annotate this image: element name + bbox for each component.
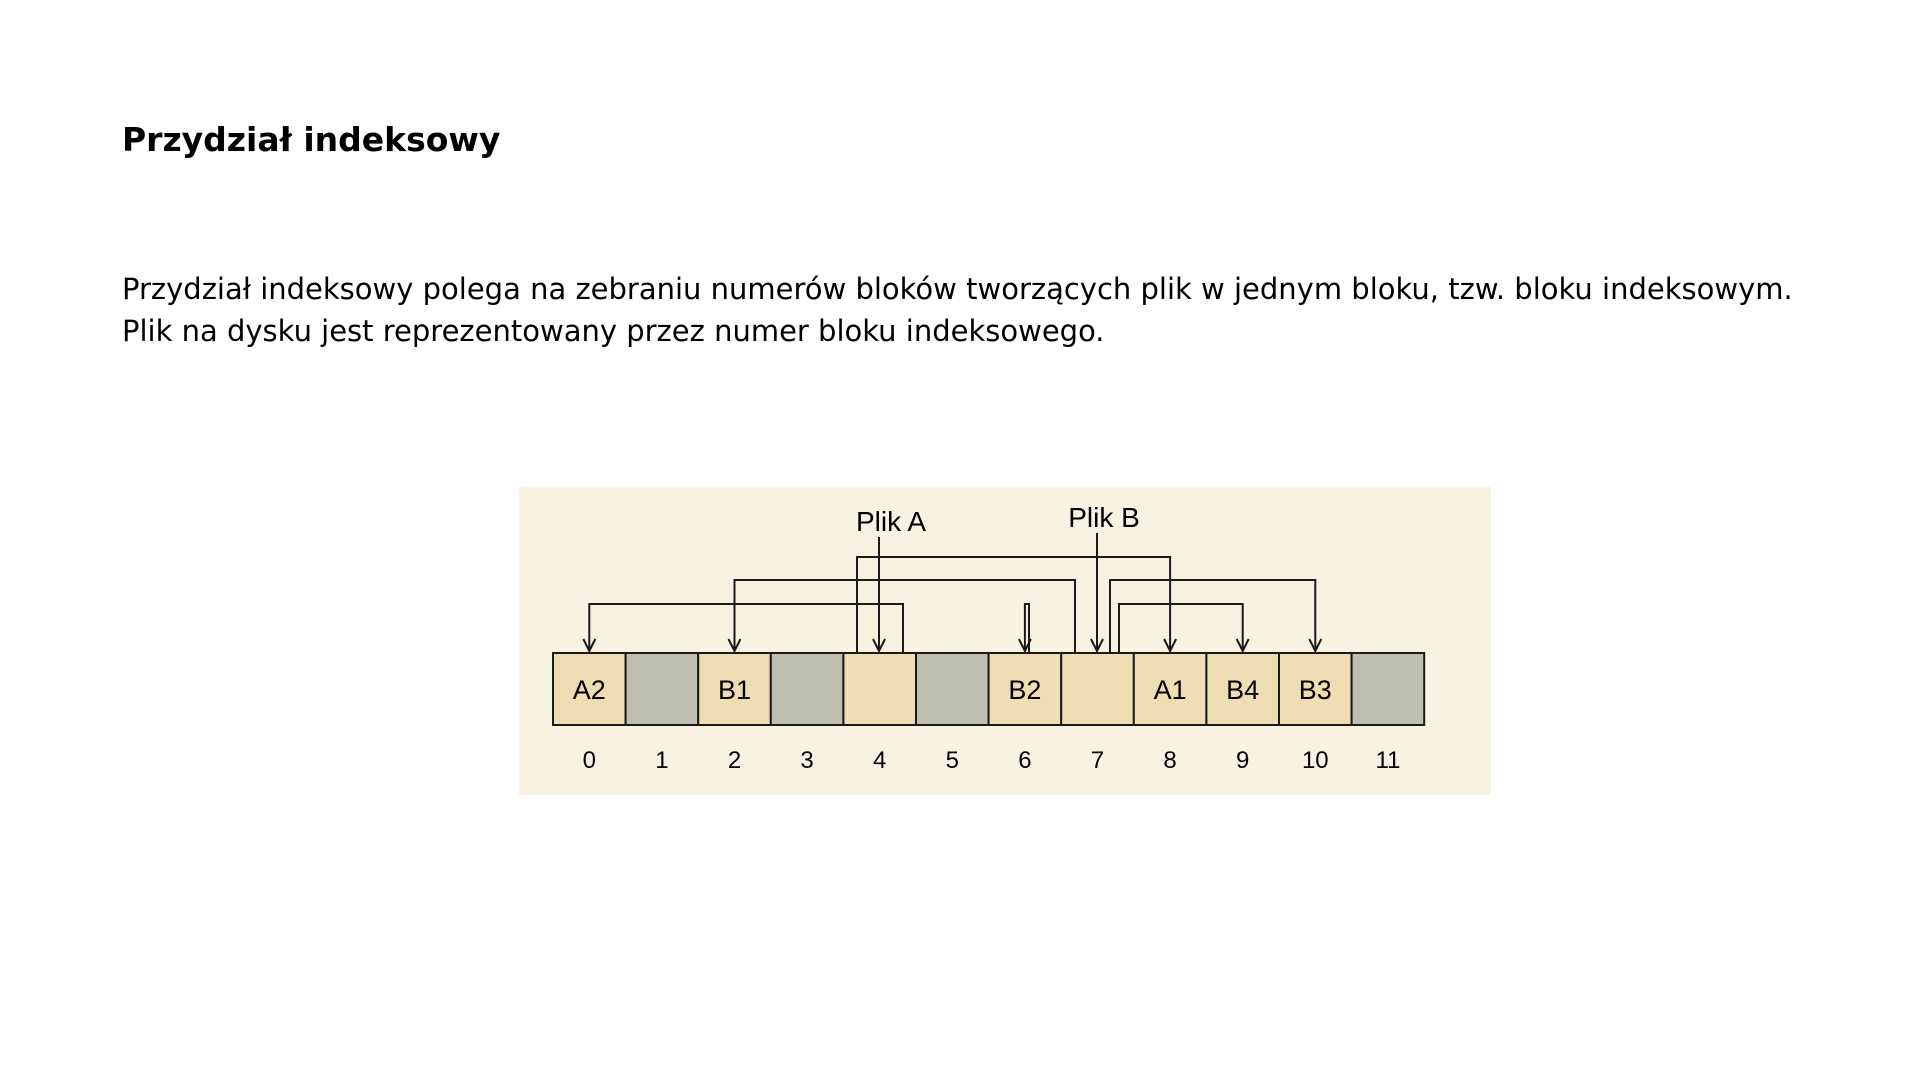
file-label-1: Plik B [1068, 502, 1140, 533]
block-label-8: A1 [1154, 675, 1187, 705]
index-link-1-2 [1109, 579, 1317, 653]
diagram-canvas: A2 0 1 B1 2 3 4 5 B2 6 7 A1 8 B4 9 B3 10 11 Plik A Plik B [552, 502, 1426, 774]
disk-block-3 [769, 652, 845, 726]
index-link-0-1 [588, 603, 904, 653]
block-label-6: B2 [1008, 675, 1041, 705]
disk-block-0 [552, 652, 627, 726]
file-pointer-arrow-0 [872, 638, 886, 654]
index-link-arrow-1-3 [1235, 638, 1250, 654]
index-link-1-3 [1118, 603, 1244, 653]
block-index-7: 7 [1091, 747, 1104, 774]
disk-block-5 [915, 652, 990, 726]
disk-block-7 [1060, 652, 1135, 726]
disk-block-9 [1205, 652, 1281, 726]
index-link-arrow-0-0 [1163, 638, 1177, 654]
block-index-9: 9 [1236, 747, 1249, 774]
block-label-10: B3 [1299, 675, 1332, 705]
file-pointer-arrow-1 [1090, 638, 1104, 654]
disk-block-11 [1350, 652, 1426, 726]
page-title: Przydział indeksowy [122, 120, 501, 159]
disk-block-10 [1278, 652, 1353, 726]
block-index-3: 3 [800, 747, 813, 774]
block-label-2: B1 [718, 675, 751, 705]
index-link-arrow-0-1 [582, 638, 597, 654]
block-index-11: 11 [1375, 747, 1400, 774]
index-link-arrow-1-0 [727, 638, 742, 654]
block-label-9: B4 [1226, 675, 1259, 705]
block-index-1: 1 [655, 747, 668, 774]
paragraph-line-2: Plik na dysku jest reprezentowany przez … [122, 314, 1105, 348]
index-link-1-1 [1023, 603, 1030, 653]
block-index-0: 0 [583, 747, 596, 774]
block-index-4: 4 [873, 747, 886, 774]
file-label-0: Plik A [856, 506, 926, 537]
disk-block-4 [842, 652, 917, 726]
block-index-2: 2 [728, 747, 741, 774]
paragraph-line-1: Przydział indeksowy polega na zebraniu n… [122, 272, 1793, 306]
block-index-6: 6 [1018, 747, 1031, 774]
block-label-0: A2 [573, 675, 606, 705]
index-link-1-0 [733, 579, 1076, 653]
description-paragraph: Przydział indeksowy polega na zebraniu n… [122, 268, 1882, 352]
index-link-arrow-1-2 [1308, 638, 1323, 654]
block-index-10: 10 [1302, 747, 1329, 774]
disk-block-2 [697, 652, 772, 726]
block-index-8: 8 [1163, 747, 1176, 774]
block-index-5: 5 [946, 747, 959, 774]
disk-block-1 [624, 652, 700, 726]
indexed-allocation-diagram: A2 0 1 B1 2 3 4 5 B2 6 7 A1 8 B4 9 B3 10 11 Plik A Plik B [519, 487, 1491, 795]
index-link-arrow-1-1 [1018, 638, 1032, 654]
